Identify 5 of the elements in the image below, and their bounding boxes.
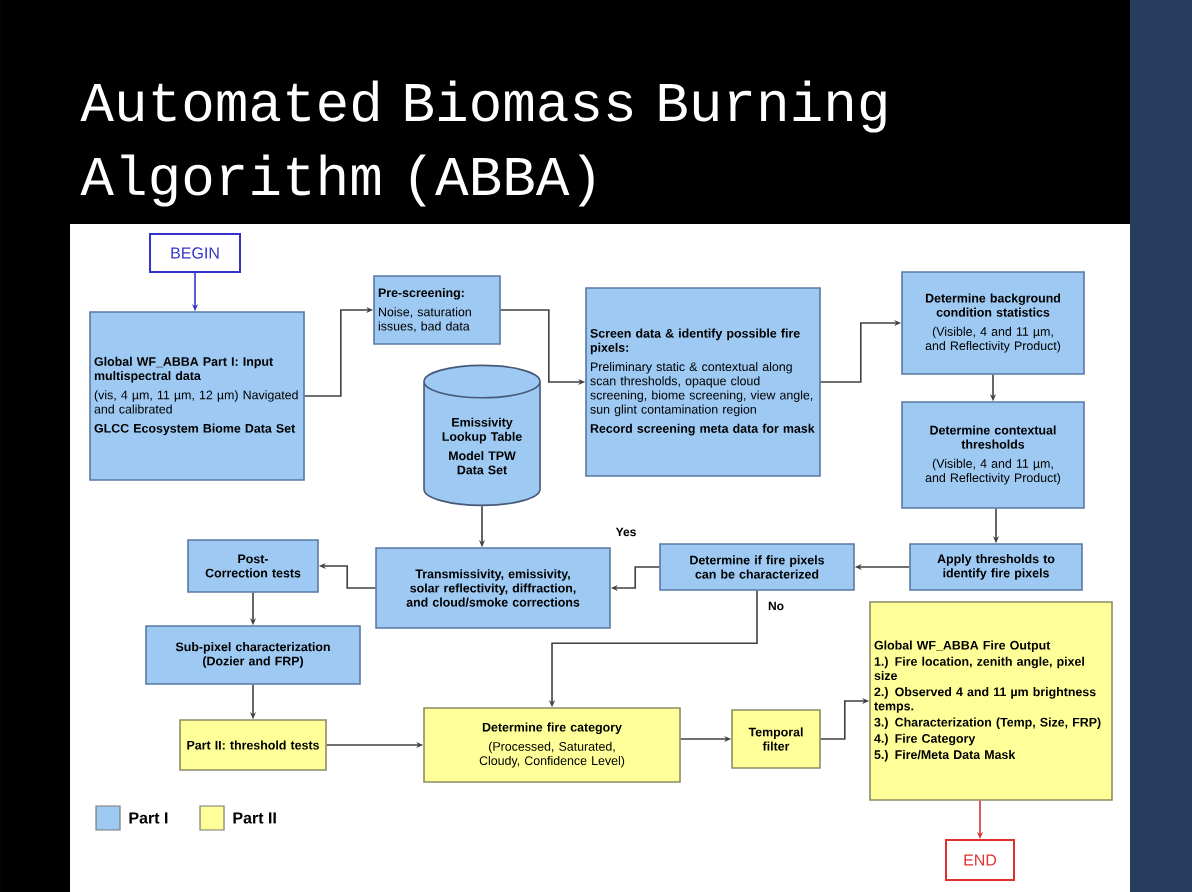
slide-title: Automated Biomass Burning Algorithm (ABBA)	[80, 80, 886, 207]
legend-label: Part I	[129, 812, 168, 824]
end-box: END	[945, 839, 1015, 881]
legend-label: Part II	[233, 812, 276, 824]
start-box: BEGIN	[149, 233, 241, 273]
